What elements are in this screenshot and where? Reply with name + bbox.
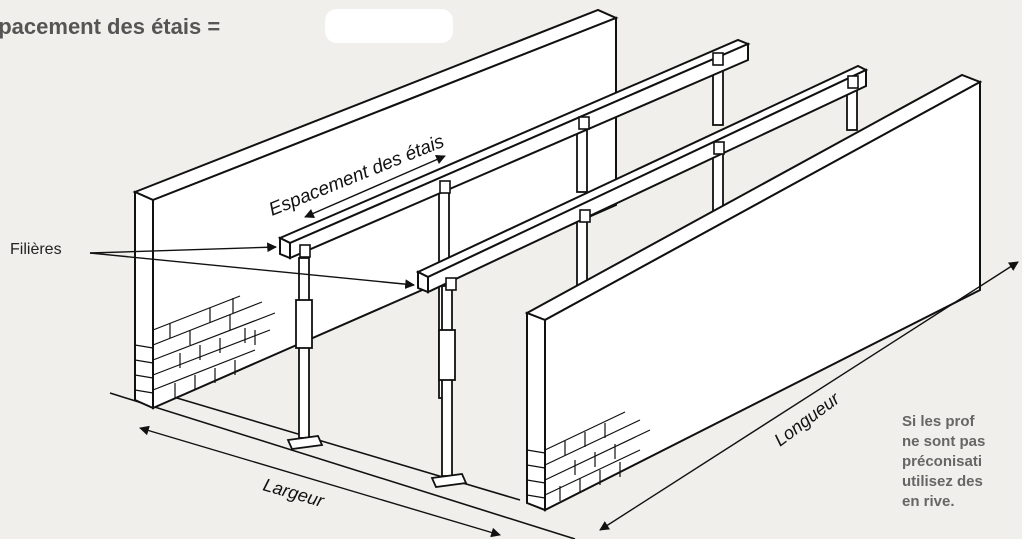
note-line: utilisez des [902, 473, 983, 490]
spacing-result-label: spacement des étais = [0, 14, 221, 39]
dimension-arrows [89, 155, 1019, 538]
note-line: préconisati [902, 453, 983, 470]
right-wall-bricks [526, 411, 651, 501]
ground-lines [109, 389, 576, 539]
left-wall-bricks [134, 295, 276, 398]
note-line: en rive. [902, 493, 955, 510]
note-text: Si les prof ne sont pas préconisati util… [902, 412, 1022, 512]
note-line: ne sont pas [902, 433, 986, 450]
note-line: Si les prof [902, 413, 975, 430]
spacing-result-input[interactable] [325, 9, 453, 43]
filieres-label: Filières [10, 241, 62, 258]
beam-front [415, 64, 869, 294]
